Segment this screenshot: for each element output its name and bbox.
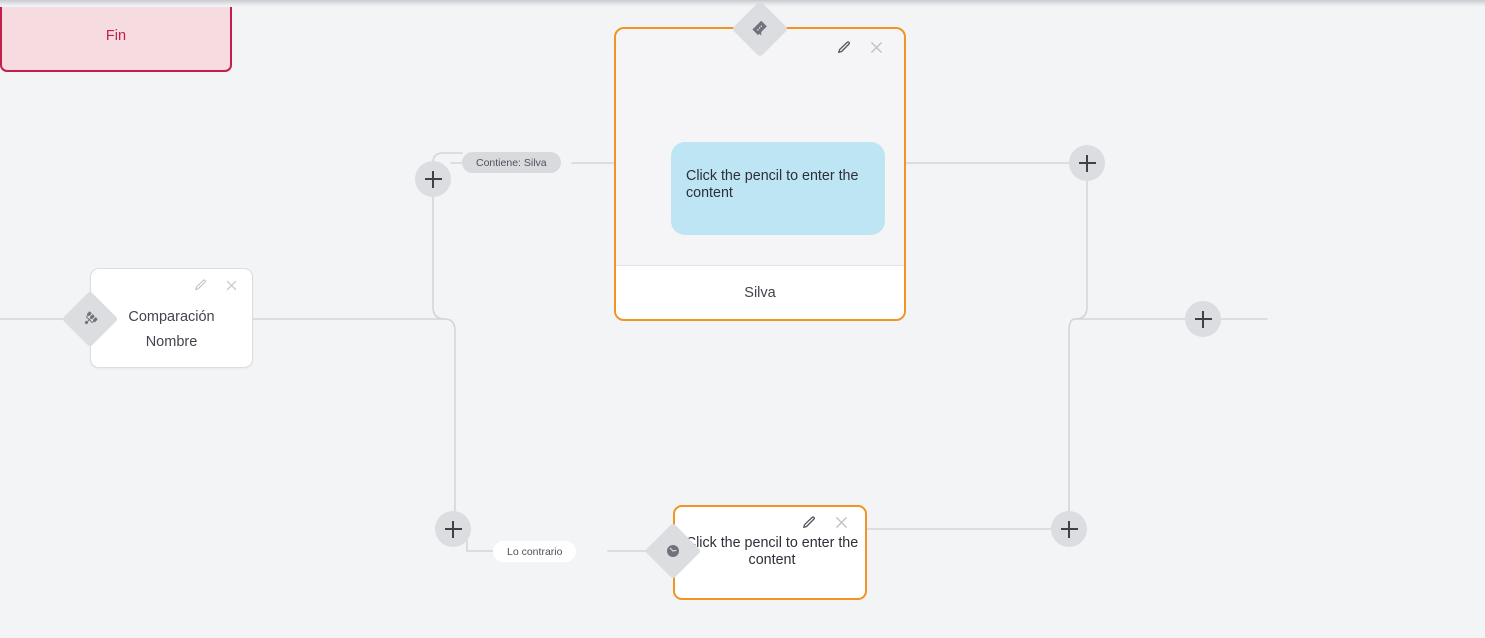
close-icon[interactable] <box>834 515 849 530</box>
comparison-actions[interactable] <box>194 279 238 292</box>
close-icon[interactable] <box>869 40 884 55</box>
add-node-after-delay[interactable] <box>1051 511 1087 547</box>
message-bubble[interactable]: Click the pencil to enter the content <box>671 142 885 235</box>
edge-message-down-rail <box>1074 180 1088 320</box>
add-node-false-branch[interactable] <box>435 511 471 547</box>
comparison-badge[interactable] <box>61 290 119 348</box>
edge-label-contains[interactable]: Contiene: Silva <box>462 152 561 173</box>
clock-icon <box>645 523 702 580</box>
node-end[interactable]: Fin <box>0 0 232 72</box>
edge-branch-true-rail <box>432 180 446 320</box>
branch-icon <box>62 291 119 348</box>
edge-label-otherwise[interactable]: Lo contrario <box>493 541 577 562</box>
message-card-badge[interactable] <box>731 0 789 58</box>
comparison-subtitle: Nombre <box>145 334 198 350</box>
node-comparison[interactable]: Comparación Nombre <box>90 268 253 368</box>
add-node-before-end[interactable] <box>1185 301 1221 337</box>
edge-branch-false-rail <box>444 318 456 512</box>
message-card-footer: Silva <box>616 265 904 319</box>
close-icon[interactable] <box>225 279 238 292</box>
comparison-title: Comparación <box>128 309 215 325</box>
add-node-true-branch[interactable] <box>415 161 451 197</box>
edge-end-down-rail <box>1068 318 1076 512</box>
delay-card-actions[interactable] <box>802 515 849 530</box>
pencil-icon[interactable] <box>802 515 816 530</box>
node-delay-card[interactable]: Click the pencil to enter the content <box>673 505 867 600</box>
pencil-icon[interactable] <box>194 279 207 292</box>
message-bubble-icon <box>732 1 789 58</box>
message-card-actions[interactable] <box>837 40 884 55</box>
add-node-after-message[interactable] <box>1069 145 1105 181</box>
delay-card-text[interactable]: Click the pencil to enter the content <box>685 535 859 569</box>
delay-card-badge[interactable] <box>644 522 702 580</box>
pencil-icon[interactable] <box>837 40 851 55</box>
node-message-card[interactable]: Click the pencil to enter the content Si… <box>614 27 906 321</box>
